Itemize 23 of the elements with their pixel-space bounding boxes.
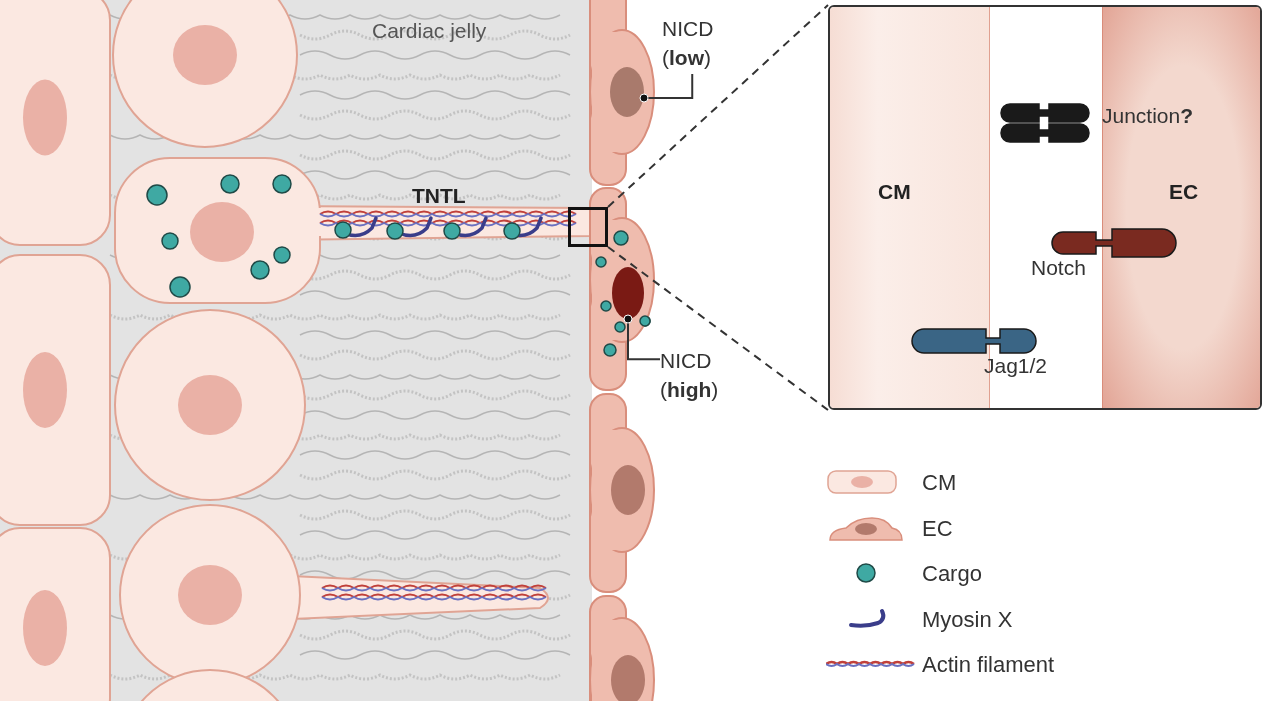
legend-label: Cargo xyxy=(922,561,982,586)
callout-text: NICD (low) xyxy=(662,14,734,74)
protein-label: Junction? xyxy=(1102,103,1194,128)
legend-label: EC xyxy=(922,515,953,541)
zoom-inset-panel xyxy=(828,5,1262,410)
legend-label: Myosin X xyxy=(922,606,1013,632)
cell-label: EC xyxy=(1169,179,1199,204)
legend-label: CM xyxy=(922,470,957,495)
endothelial-region xyxy=(1102,7,1260,408)
callout-text: NICD (high) xyxy=(660,346,740,406)
nucleus xyxy=(612,267,644,319)
leader-line xyxy=(623,314,661,361)
leader-line xyxy=(639,73,694,103)
protein-label: Notch xyxy=(1031,255,1086,280)
region-label: Cardiac jelly xyxy=(372,18,487,43)
zoom-line xyxy=(607,246,829,411)
zoom-frame xyxy=(568,207,608,247)
zoom-line xyxy=(607,4,829,208)
legend-label: Actin filament xyxy=(922,652,1055,677)
cell-label: CM xyxy=(878,179,911,204)
protein-label: Jag1/2 xyxy=(984,353,1048,378)
nucleus xyxy=(610,67,644,117)
structure-label: TNTL xyxy=(412,183,466,208)
